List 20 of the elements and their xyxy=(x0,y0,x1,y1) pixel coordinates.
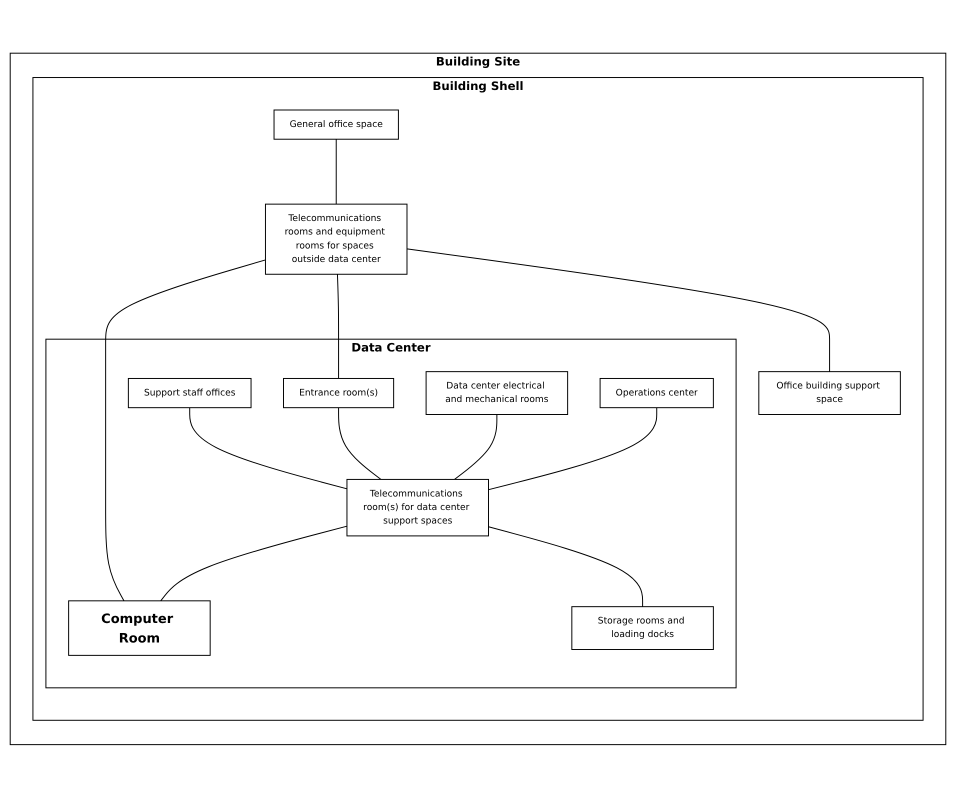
node-box: Entrance room(s) xyxy=(283,378,394,408)
node-box: Computer Room xyxy=(68,600,211,656)
connector xyxy=(406,248,830,372)
node-box: Support staff offices xyxy=(128,378,252,408)
node-box: General office space xyxy=(274,109,399,140)
connector xyxy=(488,526,644,607)
node-box: Telecommunications rooms and equipment rooms for spaces outside data center xyxy=(264,203,408,274)
node-box: Office building support space xyxy=(758,370,901,415)
connector xyxy=(105,259,266,601)
connector xyxy=(336,273,340,379)
node-box: Data center electrical and mechanical rooms xyxy=(426,370,568,415)
node-box: Operations center xyxy=(600,378,714,408)
connector xyxy=(336,138,337,204)
connector xyxy=(454,414,498,480)
connector xyxy=(189,406,348,489)
node-box: Telecommunications room(s) for data center support spaces xyxy=(346,478,489,536)
node-box: Storage rooms and loading docks xyxy=(571,606,714,650)
connector xyxy=(160,525,348,601)
connector xyxy=(488,406,658,490)
connector xyxy=(338,406,382,480)
